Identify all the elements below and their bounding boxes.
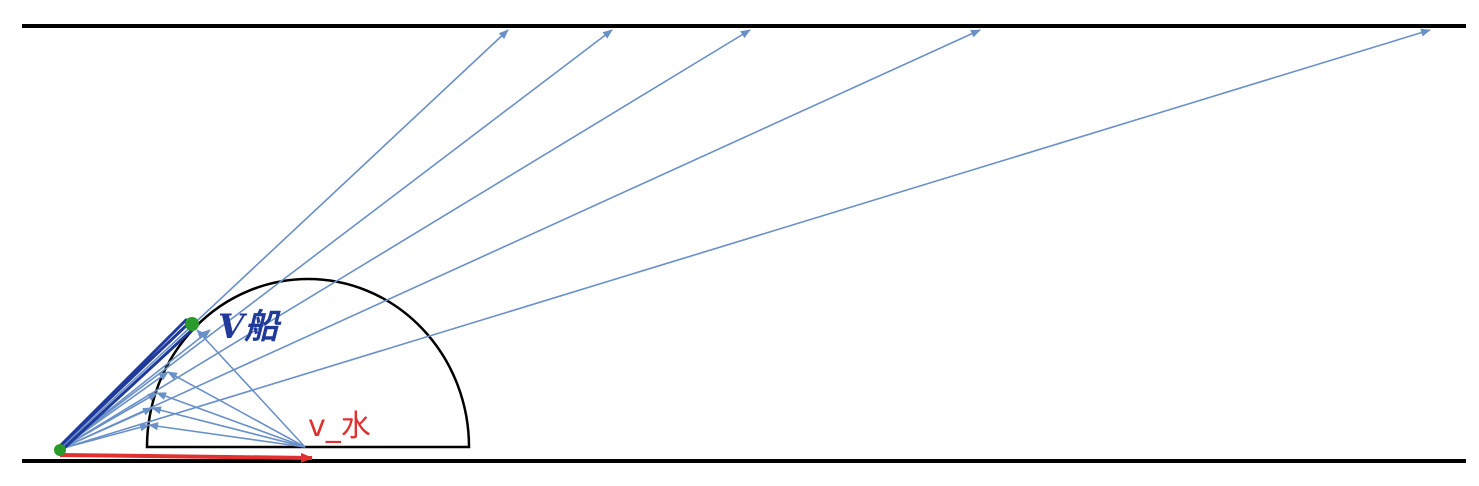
- start-point-marker: [54, 444, 66, 456]
- boat-velocity-handdrawn: [56, 318, 196, 452]
- boat-velocity-label: V船: [218, 307, 282, 347]
- resultant-arrow-4: [59, 29, 981, 450]
- boat-arrow-5: [148, 422, 306, 448]
- water-velocity-arrow: [59, 452, 313, 463]
- fan-arrow-2: [59, 392, 158, 450]
- resultant-arrow-2: [59, 29, 613, 450]
- resultant-arrow-3: [59, 29, 751, 450]
- fan-arrow-4: [59, 423, 150, 450]
- boat-arrow-3: [156, 392, 306, 448]
- boat-arrow-2: [167, 371, 306, 448]
- resultant-velocity-arrows: [59, 28, 1431, 450]
- boat-arrow-4: [151, 406, 306, 448]
- boat-arrow-1: [196, 329, 306, 448]
- tip-point-marker: [185, 317, 199, 331]
- resultant-arrow-1: [59, 29, 509, 450]
- fan-arrow-3: [59, 407, 153, 450]
- boat-velocity-arrows: [148, 329, 306, 448]
- resultant-arrow-5: [59, 28, 1431, 450]
- water-velocity-label: v_水: [308, 409, 371, 444]
